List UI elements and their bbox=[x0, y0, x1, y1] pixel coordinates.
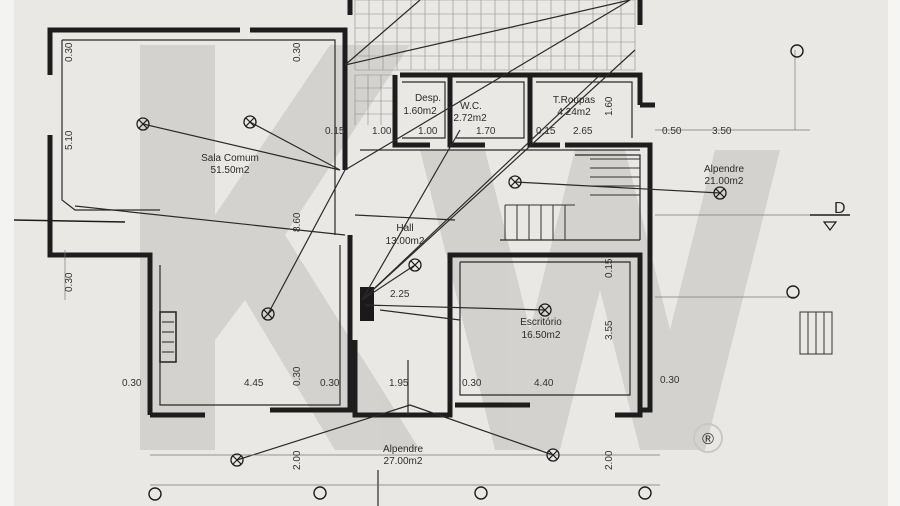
dimension-label: 0.30 bbox=[462, 378, 482, 389]
dimension-label: 0.50 bbox=[662, 126, 682, 137]
section-marker-label: D bbox=[834, 200, 846, 217]
room-name: Alpendre bbox=[383, 444, 423, 455]
room-area: 2.72m2 bbox=[453, 113, 487, 124]
stairs bbox=[504, 149, 640, 240]
dimension-label: 0.30 bbox=[320, 378, 340, 389]
room-name: Alpendre bbox=[704, 164, 744, 175]
dimension-label: 2.00 bbox=[604, 450, 615, 470]
dimension-label: 5.10 bbox=[64, 130, 75, 150]
dimension-label: 2.65 bbox=[573, 126, 593, 137]
light-fixture-icon bbox=[546, 448, 560, 462]
dimension-label: 0.15 bbox=[325, 126, 345, 137]
dimension-label: 4.40 bbox=[534, 378, 554, 389]
dimension-label: 0.30 bbox=[660, 375, 680, 386]
dimension-label: 8.60 bbox=[292, 212, 303, 232]
paper-left-edge bbox=[0, 0, 14, 506]
walls bbox=[47, 0, 655, 418]
dimension-label: 3.55 bbox=[604, 320, 615, 340]
dimension-label: 0.30 bbox=[64, 42, 75, 62]
registered-mark-ring bbox=[693, 423, 723, 453]
dimension-label: 1.00 bbox=[372, 126, 392, 137]
section-marker-d: D bbox=[810, 200, 850, 231]
room-area: 4.24m2 bbox=[557, 107, 591, 118]
dimension-label: 3.50 bbox=[712, 126, 732, 137]
room-area: 51.50m2 bbox=[211, 165, 250, 176]
room-area: 16.50m2 bbox=[522, 330, 561, 341]
dimension-label: 0.30 bbox=[292, 366, 303, 386]
light-fixture-icon bbox=[261, 307, 275, 321]
room-area: 27.00m2 bbox=[384, 456, 423, 467]
room-name: Sala Comum bbox=[201, 153, 259, 164]
column-markers bbox=[148, 44, 804, 501]
light-fixture-icon bbox=[408, 258, 422, 272]
light-fixture-icon bbox=[713, 186, 727, 200]
dimension-label: 2.25 bbox=[390, 289, 410, 300]
light-fixture-icon bbox=[136, 117, 150, 131]
dimension-label: 4.45 bbox=[244, 378, 264, 389]
light-fixture-icon bbox=[508, 175, 522, 189]
room-name: Escritório bbox=[520, 317, 562, 328]
light-fixture-icon bbox=[230, 453, 244, 467]
electrical-wiring bbox=[74, 0, 721, 506]
light-fixture-icon bbox=[538, 303, 552, 317]
light-fixtures bbox=[136, 115, 727, 467]
room-name: Desp. bbox=[415, 93, 441, 104]
dimension-label: 0.30 bbox=[64, 272, 75, 292]
electrical-panel bbox=[360, 287, 374, 321]
dimension-label: 0.15 bbox=[536, 126, 556, 137]
dimension-label: 0.30 bbox=[122, 378, 142, 389]
registered-mark: ® bbox=[702, 431, 714, 448]
room-area: 21.00m2 bbox=[705, 176, 744, 187]
room-name: T.Roupas bbox=[553, 95, 595, 106]
dimension-label: 1.00 bbox=[418, 126, 438, 137]
dimension-label: 0.30 bbox=[292, 42, 303, 62]
room-labels: Sala Comum 51.50m2 Desp. 1.60m2 W.C. 2.7… bbox=[201, 93, 744, 467]
tiled-porch-top bbox=[354, 0, 636, 71]
fireplace bbox=[159, 311, 177, 363]
room-area: 1.60m2 bbox=[403, 106, 437, 117]
paper-right-edge bbox=[888, 0, 900, 506]
room-area: 13.00m2 bbox=[386, 236, 425, 247]
room-name: W.C. bbox=[460, 101, 482, 112]
dimension-label: 2.00 bbox=[292, 450, 303, 470]
room-name: Hall bbox=[396, 223, 413, 234]
dimension-label: 1.70 bbox=[476, 126, 496, 137]
dimension-label: 1.95 bbox=[389, 378, 409, 389]
dimension-label: 1.60 bbox=[604, 96, 615, 116]
dimension-label: 0.15 bbox=[604, 258, 615, 278]
dimension-labels: 0.30 0.30 5.10 8.60 0.30 0.15 1.00 1.00 … bbox=[64, 42, 732, 470]
light-fixture-icon bbox=[243, 115, 257, 129]
entry-steps bbox=[799, 311, 833, 355]
